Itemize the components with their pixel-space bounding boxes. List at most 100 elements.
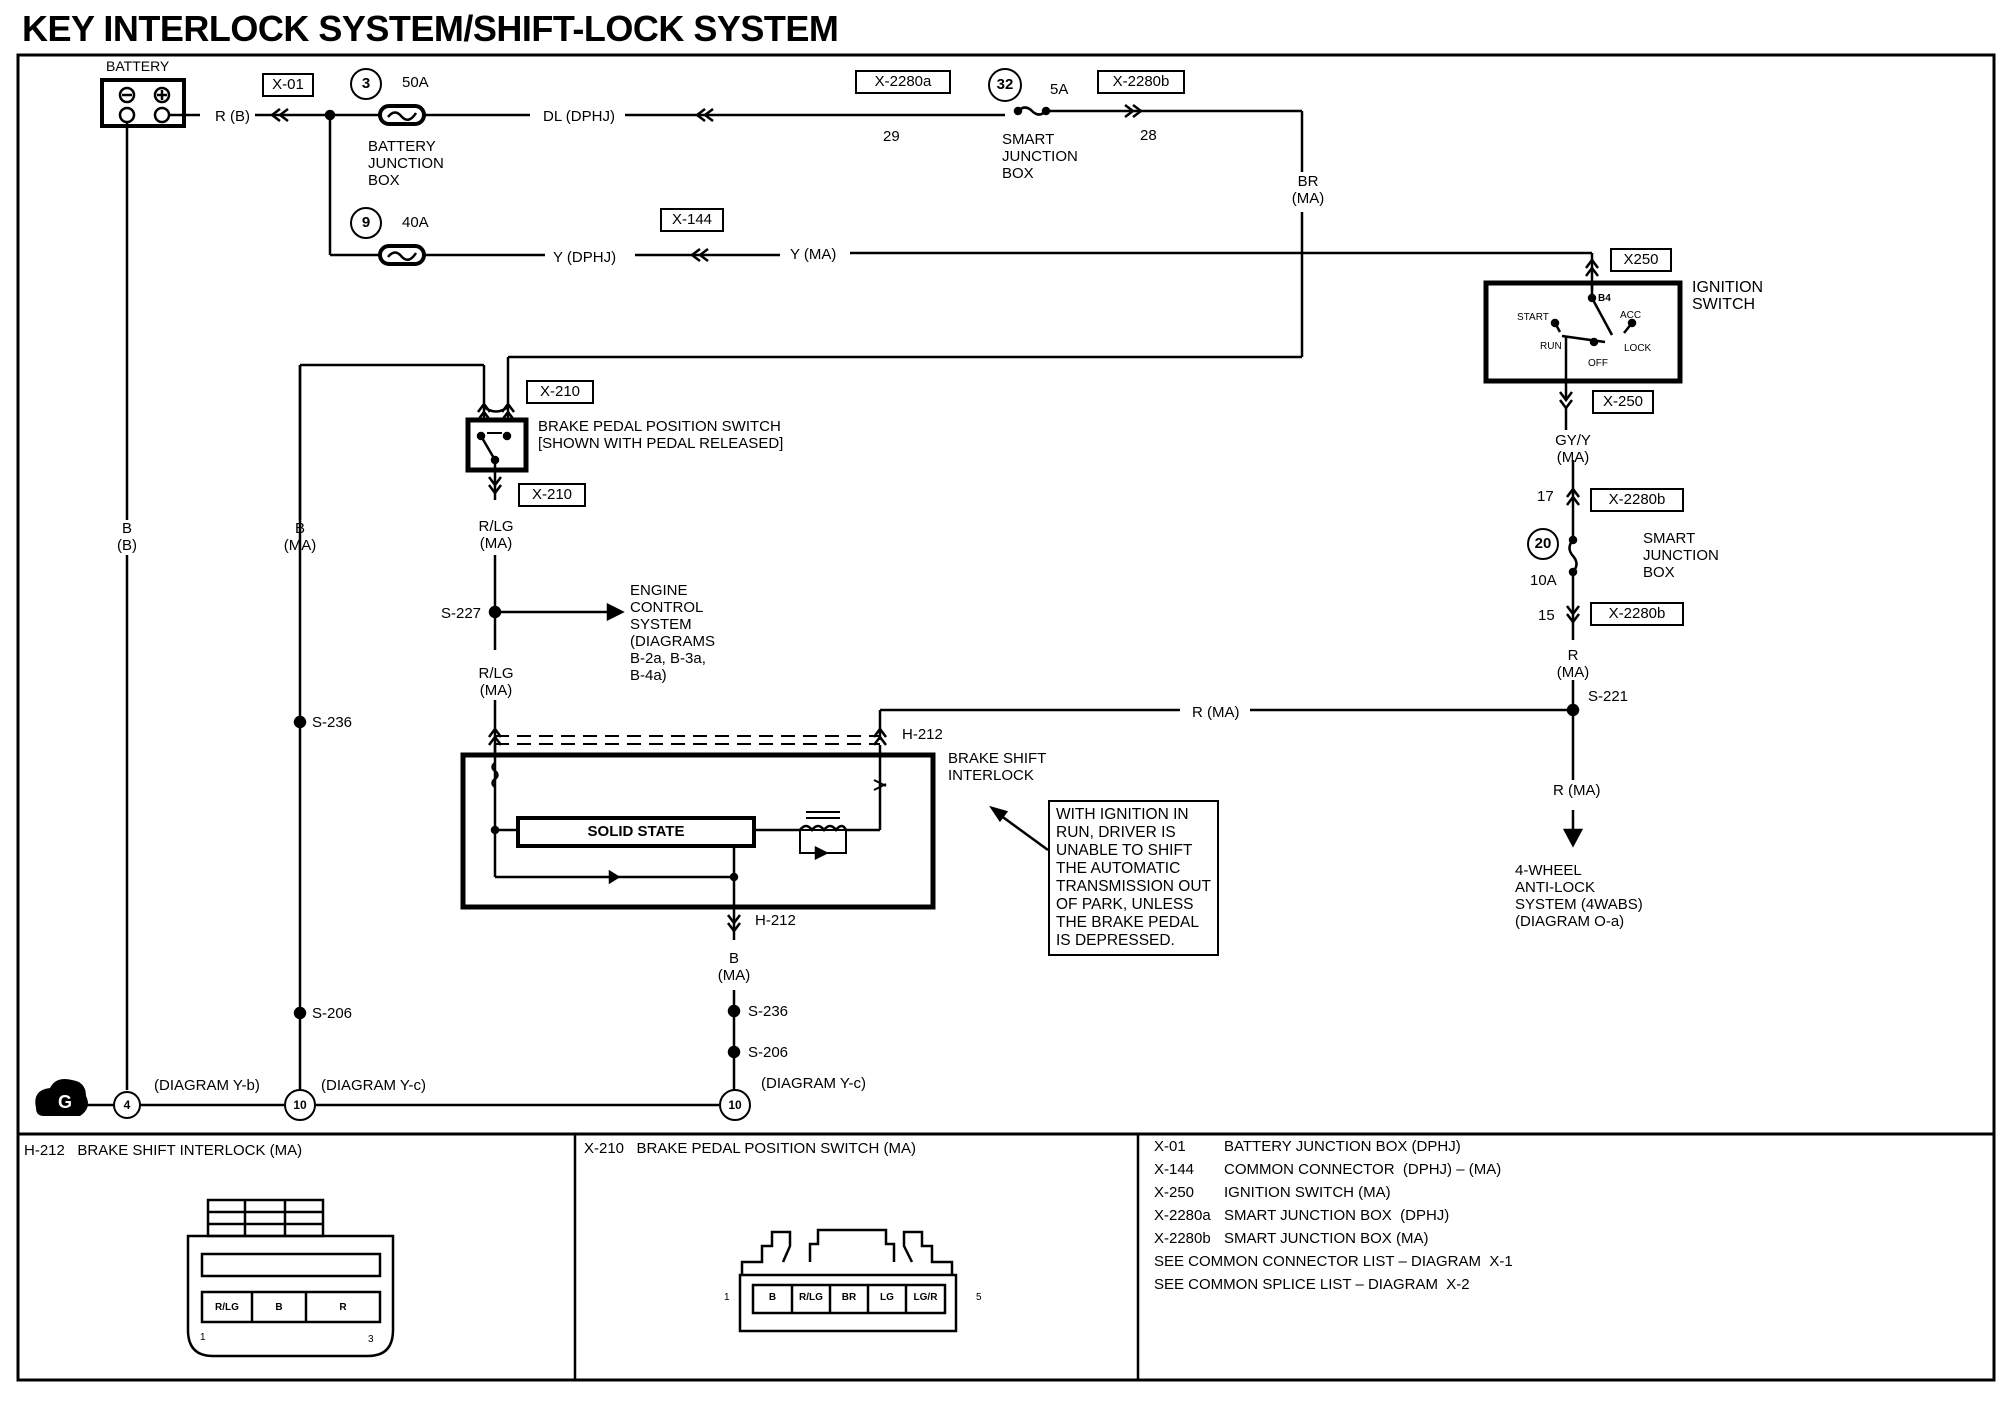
wire-label-y-ma: Y (MA) bbox=[790, 246, 837, 263]
connector-h212-top-label: H-212 bbox=[902, 726, 943, 743]
splice-s227-label: S-227 bbox=[441, 605, 482, 622]
abs-label: 4-WHEEL ANTI-LOCK SYSTEM (4WABS) (DIAGRA… bbox=[1515, 862, 1643, 930]
splice-s236-right-dot bbox=[727, 1004, 741, 1018]
fuse-32-rating: 5A bbox=[1050, 81, 1069, 98]
connector-x144-symbol bbox=[689, 248, 709, 262]
x210-pin-1: B bbox=[768, 1292, 777, 1303]
connector-x01-tag: X-01 bbox=[262, 73, 314, 97]
pin-15: 15 bbox=[1538, 607, 1555, 624]
legend-note-1: SEE COMMON SPLICE LIST – DIAGRAM X-2 bbox=[1154, 1276, 1470, 1293]
connector-x2280a-symbol bbox=[694, 108, 714, 122]
interlock-note: WITH IGNITION IN RUN, DRIVER IS UNABLE T… bbox=[1048, 800, 1220, 956]
wire-label-rlg-ma-1: R/LG (MA) bbox=[478, 518, 514, 552]
splice-s206-left-dot bbox=[293, 1006, 307, 1020]
connector-x210-top-tag: X-210 bbox=[526, 380, 594, 404]
fuse-3-id: 3 bbox=[350, 68, 382, 100]
connector-h212-bottom-label: H-212 bbox=[755, 912, 796, 929]
wire-label-br-ma: BR (MA) bbox=[1291, 173, 1325, 207]
connector-x2280a-tag: X-2280a bbox=[855, 70, 951, 94]
solid-state-block bbox=[516, 816, 756, 848]
ign-pos-start: START bbox=[1517, 312, 1549, 323]
x210-pin-3: BR bbox=[841, 1292, 857, 1303]
ign-pos-lock: LOCK bbox=[1624, 343, 1652, 354]
x210-connector-drawing bbox=[738, 1228, 958, 1333]
diagram-frame bbox=[16, 53, 1996, 1382]
brake-shift-interlock-label: BRAKE SHIFT INTERLOCK bbox=[948, 750, 1047, 784]
splice-s206-right-label: S-206 bbox=[748, 1044, 789, 1061]
engine-control-label: ENGINE CONTROL SYSTEM (DIAGRAMS B-2a, B-… bbox=[630, 582, 716, 684]
legend-code-0: X-01 bbox=[1154, 1138, 1186, 1155]
h212-connector-drawing bbox=[186, 1198, 395, 1358]
ground-10-left-id: 10 bbox=[284, 1089, 316, 1121]
wire-label-r-ma-v: R (MA) bbox=[1556, 647, 1590, 681]
h212-last-pin-num: 3 bbox=[368, 1334, 374, 1345]
battery-label: BATTERY bbox=[106, 58, 170, 74]
solid-state-label: SOLID STATE bbox=[587, 823, 685, 840]
connector-x144-tag: X-144 bbox=[660, 208, 724, 232]
ground-10-left-ref: (DIAGRAM Y-c) bbox=[321, 1077, 427, 1094]
connector-x2280b-symbol bbox=[1124, 104, 1144, 118]
pin-28: 28 bbox=[1140, 127, 1157, 144]
legend-desc-4: SMART JUNCTION BOX (MA) bbox=[1224, 1230, 1429, 1247]
fuse-9-rating: 40A bbox=[402, 214, 429, 231]
fuse-9-symbol bbox=[378, 244, 426, 266]
ign-pos-off: OFF bbox=[1588, 358, 1608, 369]
ground-4-ref: (DIAGRAM Y-b) bbox=[154, 1077, 260, 1094]
wire-label-r-ma-down: R (MA) bbox=[1553, 782, 1601, 799]
x210-first-pin-num: 1 bbox=[724, 1292, 730, 1303]
legend-note-0: SEE COMMON CONNECTOR LIST – DIAGRAM X-1 bbox=[1154, 1253, 1513, 1270]
h212-pin-1: R/LG bbox=[215, 1302, 239, 1313]
legend-code-1: X-144 bbox=[1154, 1161, 1195, 1178]
h212-pin-2: B bbox=[275, 1302, 283, 1313]
splice-s206-left-label: S-206 bbox=[312, 1005, 353, 1022]
wire-label-b-ma-bottom: B (MA) bbox=[717, 950, 751, 984]
wire-label-gy-y-ma: GY/Y (MA) bbox=[1555, 432, 1591, 466]
chassis-ground-icon bbox=[35, 1079, 88, 1116]
wire-label-rlg-ma-2: R/LG (MA) bbox=[478, 665, 514, 699]
ign-pos-run: RUN bbox=[1540, 341, 1562, 352]
connector-x250-top-tag: X250 bbox=[1610, 248, 1672, 272]
h212-panel-title: H-212 BRAKE SHIFT INTERLOCK (MA) bbox=[24, 1142, 303, 1159]
smart-junction-box-right-label: SMART JUNCTION BOX bbox=[1643, 530, 1719, 581]
ignition-switch-body bbox=[1483, 280, 1683, 384]
wire-label-dl-dphj: DL (DPHJ) bbox=[543, 108, 615, 125]
x210-pin-4: LG bbox=[880, 1292, 894, 1303]
legend-desc-3: SMART JUNCTION BOX (DPHJ) bbox=[1224, 1207, 1450, 1224]
splice-s236-left-label: S-236 bbox=[312, 714, 353, 731]
legend-code-2: X-250 bbox=[1154, 1184, 1195, 1201]
connector-x2280b-15-tag: X-2280b bbox=[1590, 602, 1684, 626]
wire-label-r-b: R (B) bbox=[215, 108, 250, 125]
splice-s236-left-dot bbox=[293, 715, 307, 729]
legend-code-4: X-2280b bbox=[1154, 1230, 1211, 1247]
wire-label-r-ma-h: R (MA) bbox=[1192, 704, 1240, 721]
legend-desc-1: COMMON CONNECTOR (DPHJ) – (MA) bbox=[1224, 1161, 1502, 1178]
fuse-9-id: 9 bbox=[350, 207, 382, 239]
x210-pin-2: R/LG bbox=[799, 1292, 823, 1303]
fuse-20-id: 20 bbox=[1527, 528, 1559, 560]
legend-code-3: X-2280a bbox=[1154, 1207, 1211, 1224]
fuse-20-rating: 10A bbox=[1530, 572, 1557, 589]
connector-x210-bottom-tag: X-210 bbox=[518, 483, 586, 507]
fuse-32-id: 32 bbox=[988, 68, 1022, 102]
wire-label-y-dphj: Y (DPHJ) bbox=[553, 249, 617, 266]
wire-label-b-b: B (B) bbox=[117, 520, 137, 554]
ignition-switch-label: IGNITION SWITCH bbox=[1692, 279, 1764, 313]
ign-pos-acc: ACC bbox=[1620, 310, 1642, 321]
brake-pedal-switch-body bbox=[465, 417, 529, 473]
fuse-3-rating: 50A bbox=[402, 74, 429, 91]
fuse-3-symbol bbox=[378, 104, 426, 126]
legend-desc-0: BATTERY JUNCTION BOX (DPHJ) bbox=[1224, 1138, 1461, 1155]
ground-g-label: G bbox=[58, 1092, 73, 1112]
ground-4-id: 4 bbox=[113, 1091, 141, 1119]
x210-panel-title: X-210 BRAKE PEDAL POSITION SWITCH (MA) bbox=[584, 1140, 917, 1157]
splice-s236-right-label: S-236 bbox=[748, 1003, 789, 1020]
smart-junction-box-top-label: SMART JUNCTION BOX bbox=[1002, 131, 1078, 182]
x210-pin-5: LG/R bbox=[913, 1292, 938, 1303]
ground-10-right-ref: (DIAGRAM Y-c) bbox=[761, 1075, 867, 1092]
page-title: KEY INTERLOCK SYSTEM/SHIFT-LOCK SYSTEM bbox=[22, 8, 839, 49]
connector-x2280b-top-tag: X-2280b bbox=[1097, 70, 1185, 94]
h212-first-pin-num: 1 bbox=[200, 1332, 206, 1343]
wire-label-b-ma-left: B (MA) bbox=[283, 520, 317, 554]
battery-junction-box-label: BATTERY JUNCTION BOX bbox=[368, 138, 444, 189]
